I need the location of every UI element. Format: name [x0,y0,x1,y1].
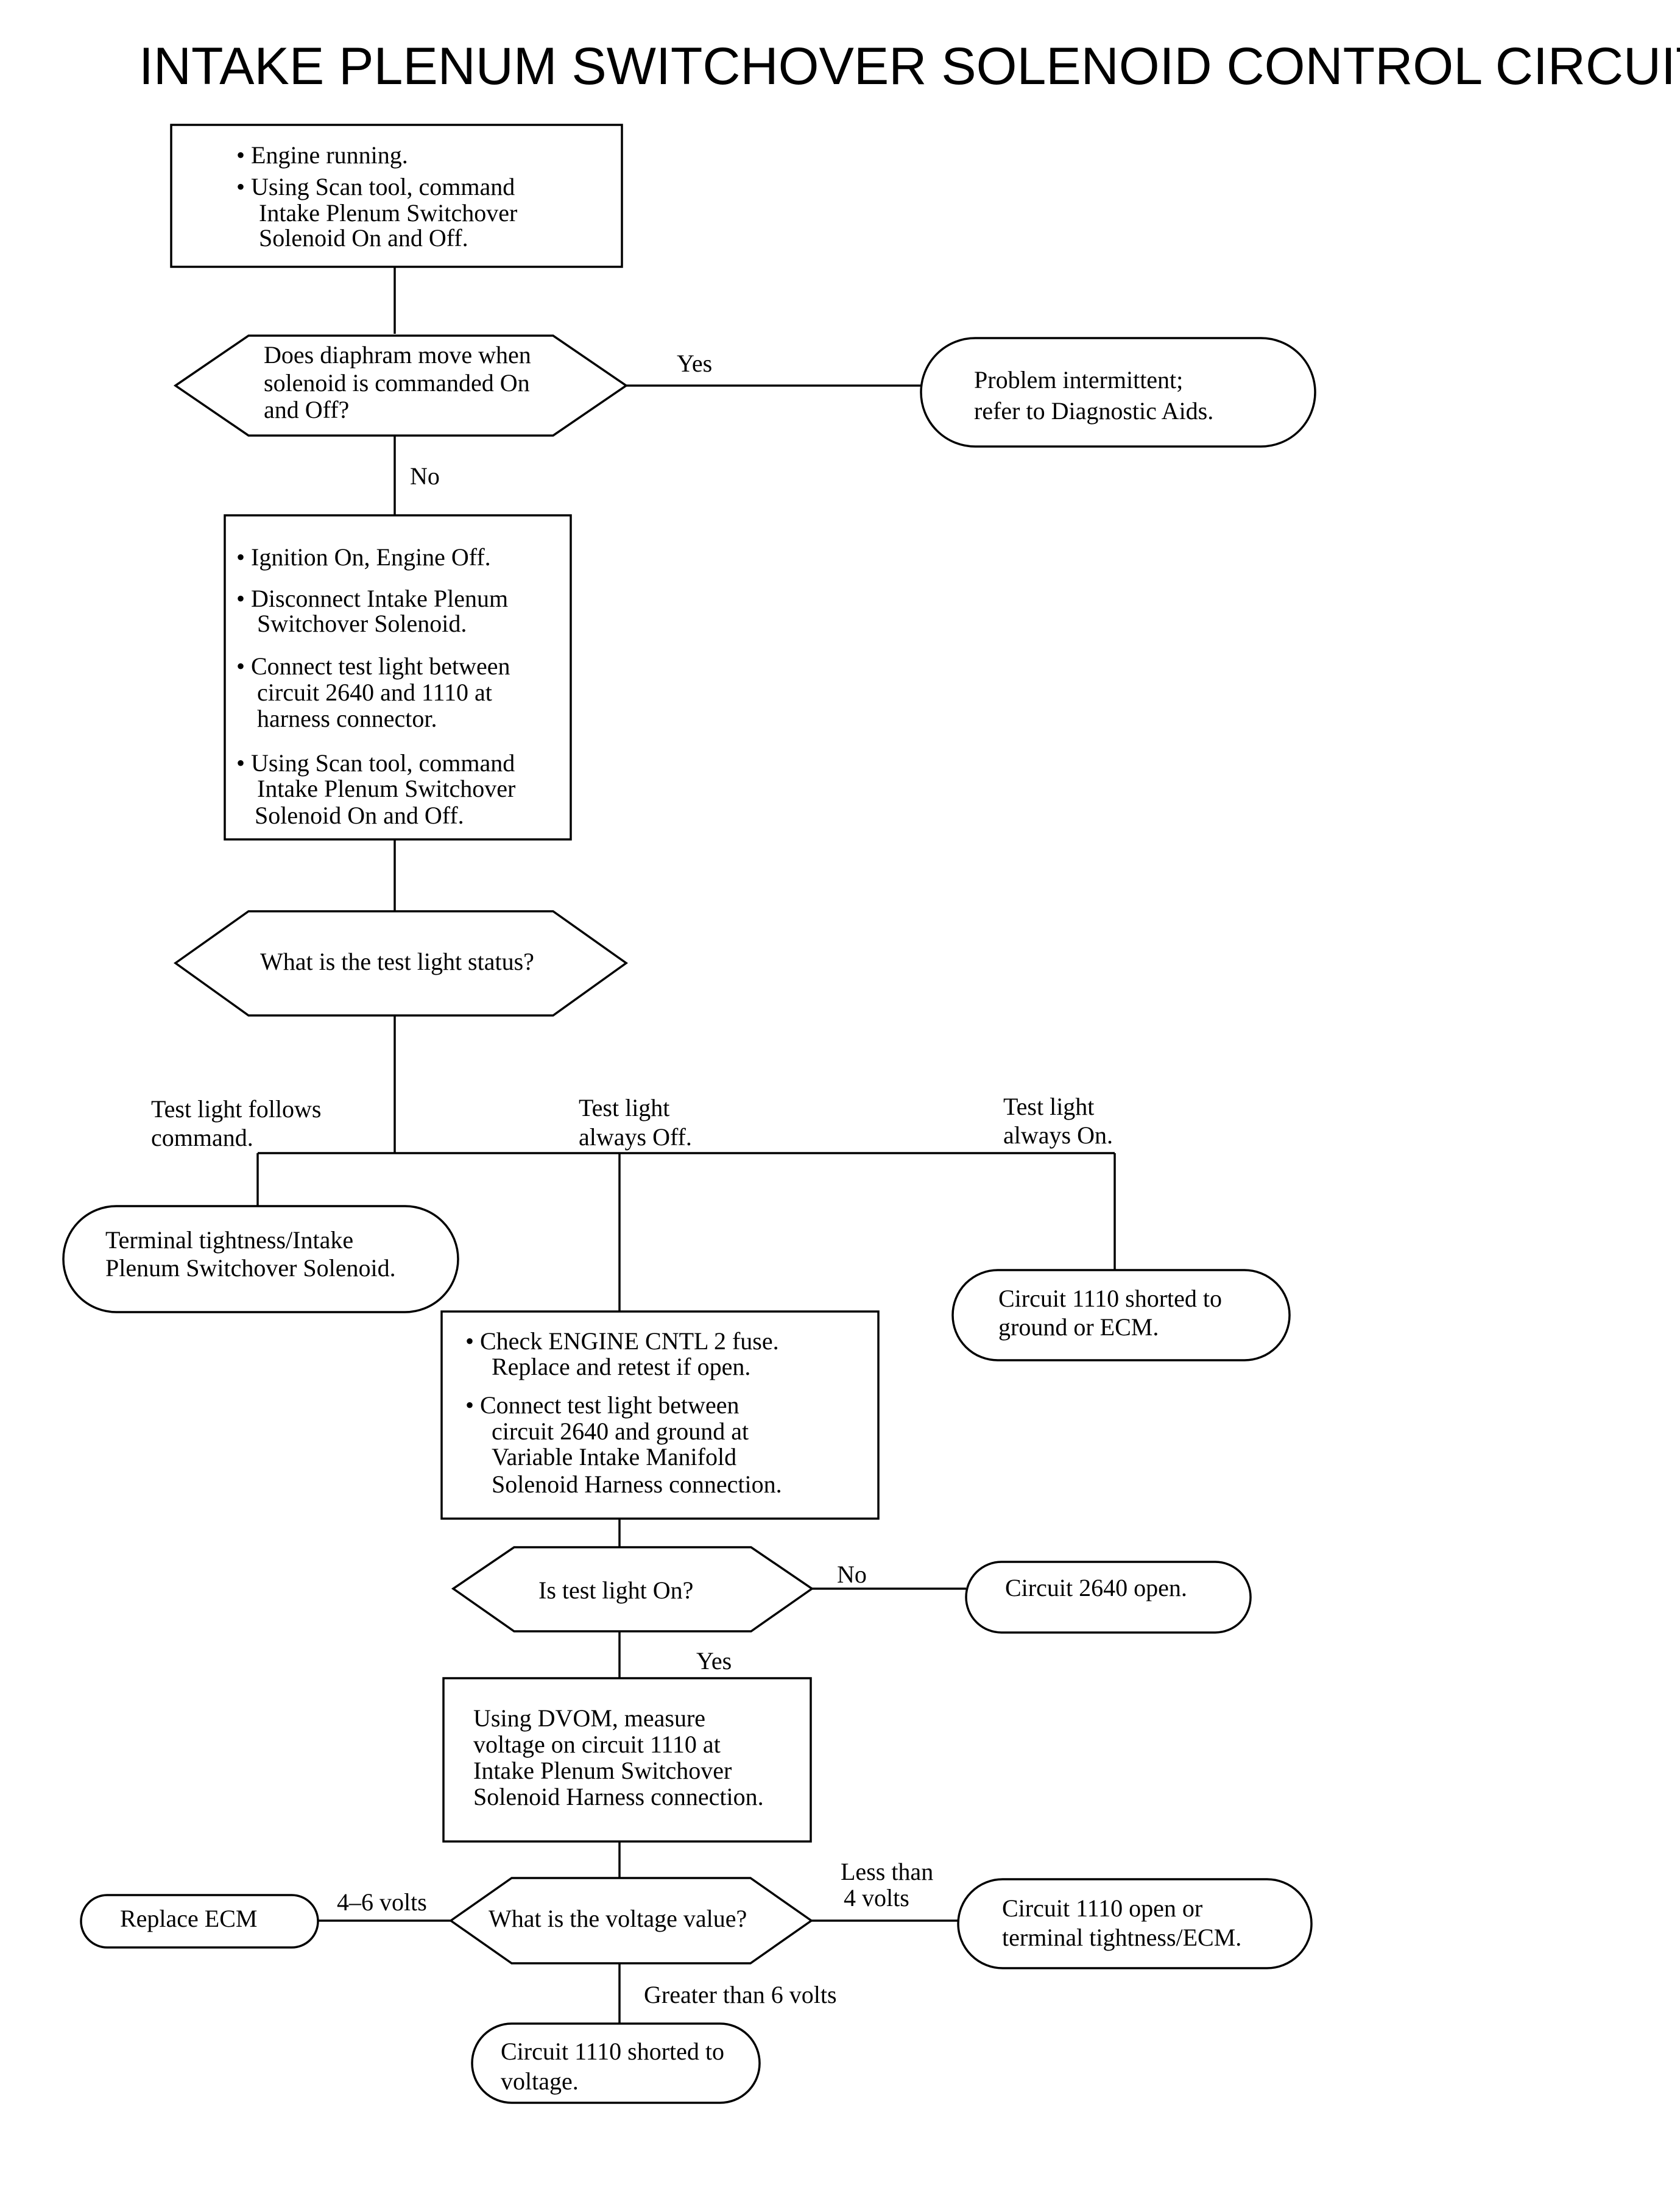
label-test-light-always-on-line: Test light [1003,1093,1094,1120]
step-box-measure-voltage [442,1677,812,1843]
decision-test-light-status [173,910,629,1017]
result-text-c1110-voltage-line: voltage. [501,2067,579,2095]
step-text-engine-running: • Engine running. • Using Scan tool, comm… [236,141,517,252]
label-no-light-on-line: No [837,1561,867,1588]
result-text-c1110-ground-line: ground or ECM. [998,1313,1159,1341]
result-problem-intermittent [920,337,1316,448]
label-greater-than-6-volts-line: Greater than 6 volts [644,1981,837,2008]
step-text-ignition-on-line: • Ignition On, Engine Off. [236,543,491,571]
decision-text-light-status-line: What is the test light status? [260,948,534,975]
decision-text-voltage: What is the voltage value? [489,1905,747,1932]
result-text-terminal-tightness-line: Terminal tightness/Intake [105,1226,353,1254]
result-text-intermittent-line: refer to Diagnostic Aids. [974,397,1213,425]
step-text-engine-running-line: Intake Plenum Switchover [259,199,517,227]
step-text-ignition-on: • Ignition On, Engine Off. • Disconnect I… [236,543,515,829]
label-test-light-always-off-line: always Off. [579,1123,692,1151]
decision-text-diaphragm-line: and Off? [264,396,349,423]
result-text-c2640-open-line: Circuit 2640 open. [1005,1574,1187,1601]
label-less-than-4-volts-line: 4 volts [844,1884,909,1912]
label-no-diaphragm-line: No [410,462,440,490]
step-box-engine-running [170,124,623,268]
decision-text-light-status: What is the test light status? [260,948,534,975]
result-text-c1110-voltage-line: Circuit 1110 shorted to [501,2038,724,2065]
label-test-light-follows-line: Test light follows [151,1095,321,1123]
decision-text-voltage-line: What is the voltage value? [489,1905,747,1932]
result-text-c1110-open-line: Circuit 1110 open or [1002,1894,1202,1922]
result-replace-ecm [80,1894,319,1949]
label-test-light-always-off-line: Test light [579,1094,669,1121]
step-text-ignition-on-line: • Using Scan tool, command [236,749,515,777]
result-text-replace-ecm-line: Replace ECM [120,1905,258,1932]
label-4-6-volts: 4–6 volts [337,1888,427,1916]
step-text-ignition-on-line: • Connect test light between [236,652,510,680]
step-text-ignition-on-line: Intake Plenum Switchover [257,775,515,802]
result-text-c2640-open: Circuit 2640 open. [1005,1574,1187,1601]
step-text-measure-voltage-line: Using DVOM, measure [473,1704,705,1732]
decision-diaphragm-moves [173,334,629,437]
step-text-check-fuse-line: circuit 2640 and ground at [492,1417,749,1445]
step-text-engine-running-line: • Engine running. [236,141,408,169]
result-text-intermittent-line: Problem intermittent; [974,366,1183,394]
label-test-light-always-on-line: always On. [1003,1121,1113,1149]
result-terminal-tightness [62,1205,459,1313]
step-text-check-fuse-line: Variable Intake Manifold [492,1443,736,1470]
result-circuit-1110-open [957,1878,1313,1969]
label-yes-light-on: Yes [696,1647,732,1675]
label-yes-diaphragm-line: Yes [677,350,712,377]
result-text-replace-ecm: Replace ECM [120,1905,258,1932]
decision-text-diaphragm-line: Does diaphram move when [264,341,531,369]
step-text-ignition-on-line: harness connector. [257,705,437,732]
step-text-measure-voltage-line: Intake Plenum Switchover [473,1757,732,1784]
decision-text-diaphragm-line: solenoid is commanded On [264,369,530,397]
label-4-6-volts-line: 4–6 volts [337,1888,427,1916]
step-box-ignition-on [224,514,572,841]
decision-text-light-on: Is test light On? [538,1576,693,1604]
label-test-light-follows-line: command. [151,1124,253,1151]
step-text-check-fuse-line: Replace and retest if open. [492,1353,750,1380]
step-text-engine-running-line: • Using Scan tool, command [236,173,515,200]
label-less-than-4-volts-line: Less than [841,1858,933,1885]
label-no-light-on: No [837,1561,867,1588]
label-yes-diaphragm: Yes [677,350,712,377]
label-no-diaphragm: No [410,462,440,490]
label-yes-light-on-line: Yes [696,1647,732,1675]
step-text-check-fuse-line: • Connect test light between [465,1391,739,1419]
step-text-ignition-on-line: • Disconnect Intake Plenum [236,585,508,612]
page-title: INTAKE PLENUM SWITCHOVER SOLENOID CONTRO… [139,37,1680,96]
step-text-check-fuse-line: Solenoid Harness connection. [492,1470,782,1498]
decision-text-light-on-line: Is test light On? [538,1576,693,1604]
step-text-measure-voltage-line: voltage on circuit 1110 at [473,1731,721,1758]
step-text-check-fuse: • Check ENGINE CNTL 2 fuse.Replace and r… [465,1327,782,1498]
step-text-ignition-on-line: circuit 2640 and 1110 at [257,679,492,706]
step-text-measure-voltage-line: Solenoid Harness connection. [473,1783,764,1810]
result-text-terminal-tightness-line: Plenum Switchover Solenoid. [105,1254,396,1282]
connector-lines [256,267,1116,2024]
result-circuit-1110-shorted-voltage [471,2022,761,2104]
result-circuit-2640-open [965,1561,1252,1634]
step-box-check-fuse [440,1310,880,1520]
result-text-intermittent: Problem intermittent; refer to Diagnostic… [974,366,1213,425]
step-text-ignition-on-line: Solenoid On and Off. [255,802,464,829]
step-text-engine-running-line: Solenoid On and Off. [259,224,468,252]
label-greater-than-6-volts: Greater than 6 volts [644,1981,837,2008]
result-text-c1110-ground-line: Circuit 1110 shorted to [998,1285,1222,1312]
decision-test-light-on [451,1546,814,1633]
step-text-ignition-on-line: Switchover Solenoid. [257,610,467,637]
step-text-check-fuse-line: • Check ENGINE CNTL 2 fuse. [465,1327,779,1355]
result-circuit-1110-shorted-ground [951,1269,1291,1361]
result-text-c1110-open-line: terminal tightness/ECM. [1002,1924,1241,1951]
decision-voltage-value [448,1877,814,1965]
